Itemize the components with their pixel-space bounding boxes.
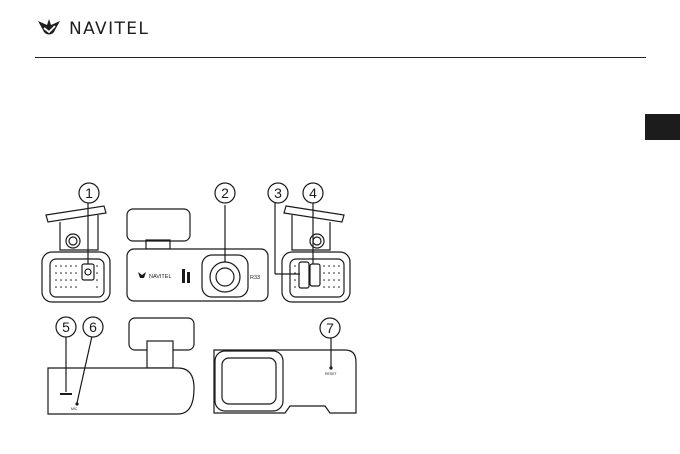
callout-6-number: 6 [89,319,97,335]
callout-1-number: 1 [85,185,93,201]
callout-3-number: 3 [274,185,282,201]
callout-5-number: 5 [62,319,70,335]
camera-right-side-view [275,201,350,302]
callout-2-number: 2 [221,185,229,201]
mic-label: MIC [71,407,78,411]
device-brand-label: NAVITEL [149,274,172,280]
device-model-label: R33 [250,275,260,281]
camera-left-side-view [42,195,110,302]
callout-7-number: 7 [326,320,334,336]
callout-4-number: 4 [309,185,317,201]
camera-front-view [127,205,268,301]
reset-label: RESET [325,372,338,376]
